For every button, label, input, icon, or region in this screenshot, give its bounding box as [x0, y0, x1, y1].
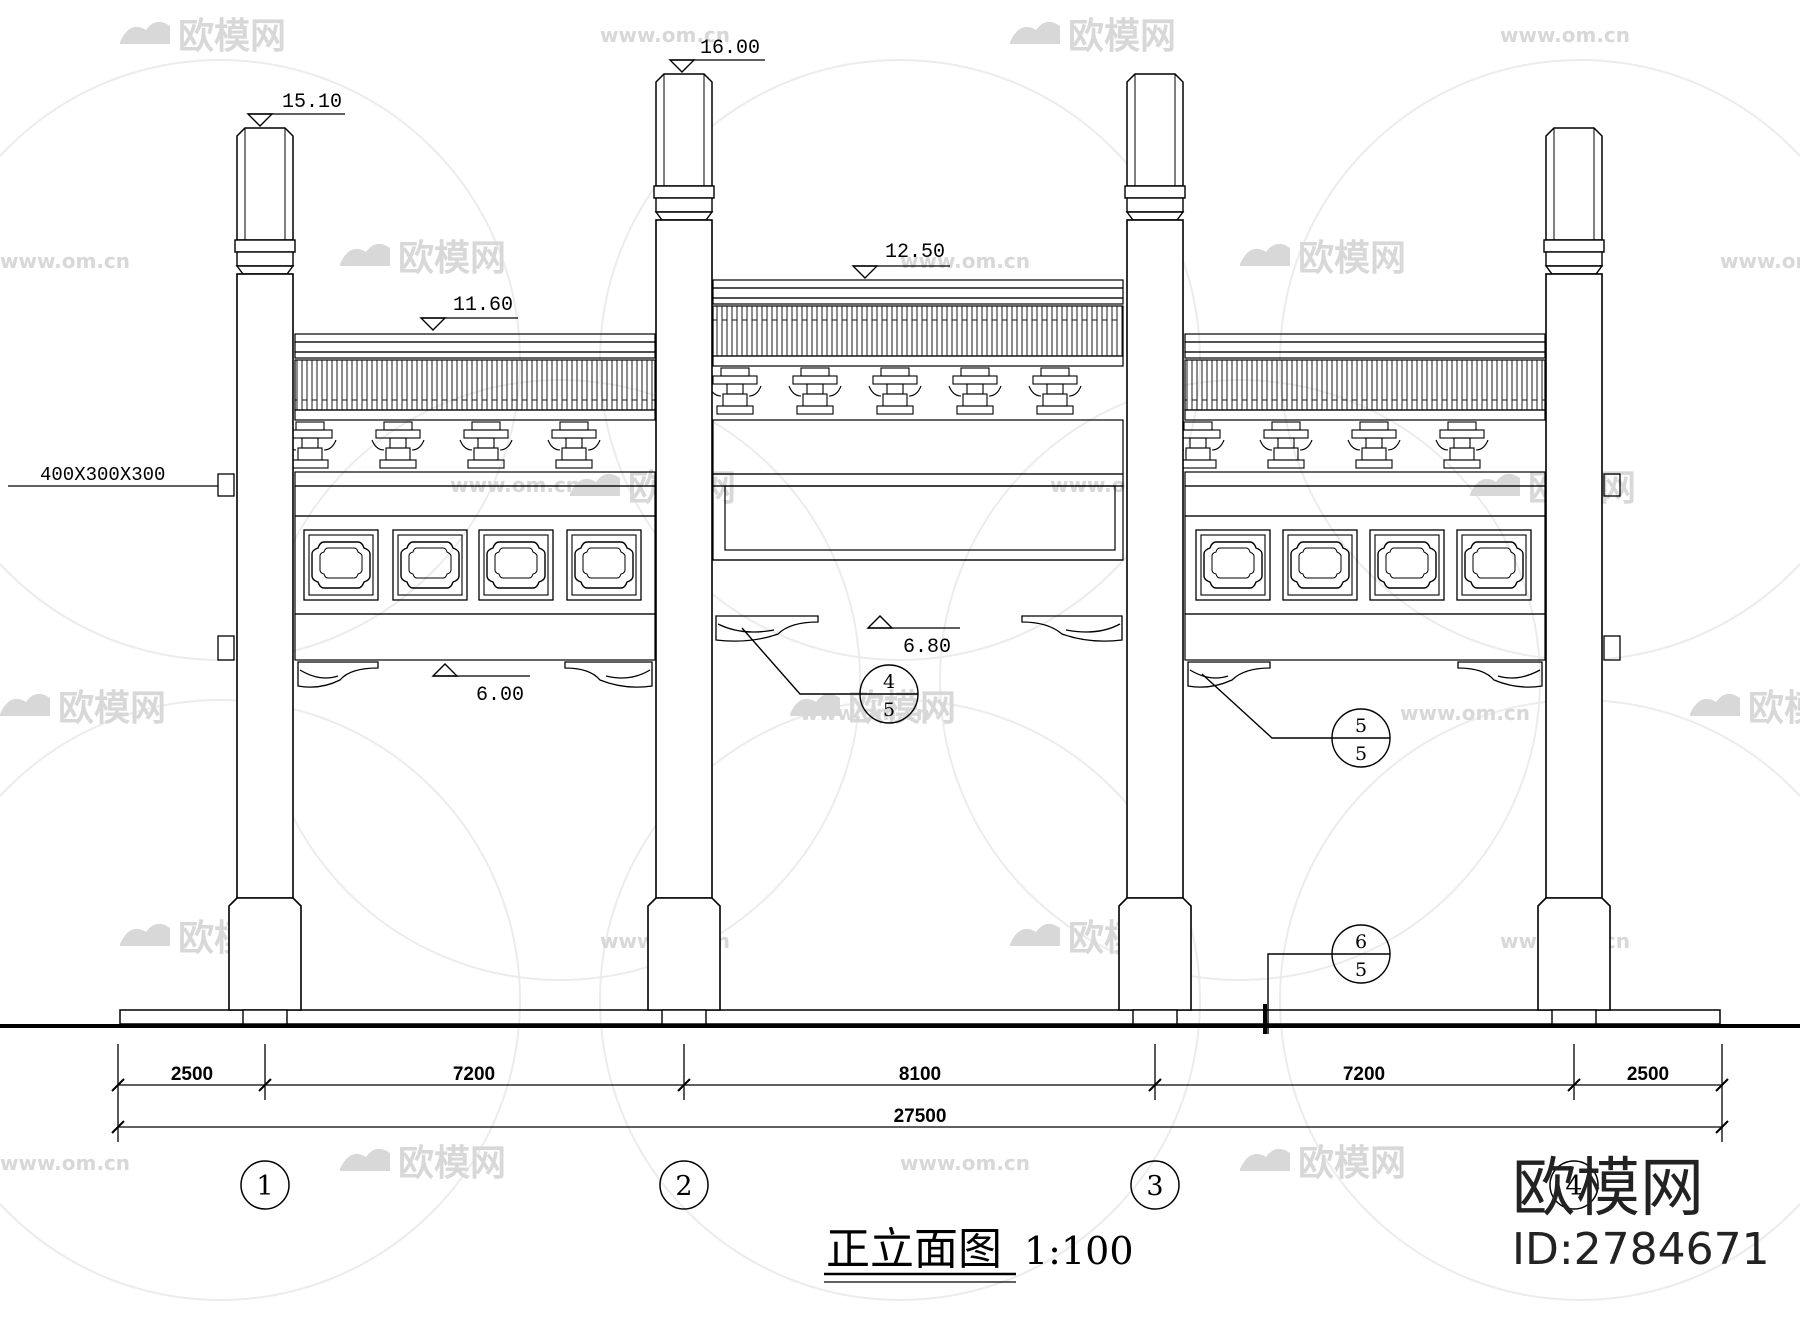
dimension-labels: 2500 7200 8100 7200 2500 27500: [171, 1064, 1669, 1127]
drawing-title: 正立面图 1:100: [824, 1224, 1134, 1283]
brand-id: ID:2784671: [1512, 1224, 1770, 1275]
watermark-text: 欧模网: [58, 688, 166, 729]
stone-columns: [228, 73, 1611, 1025]
dim-segment: 7200: [1343, 1064, 1385, 1085]
elevation-11-60: 11.60: [419, 294, 518, 331]
watermark-url: www.om.cn: [0, 1151, 130, 1175]
watermark-text: 欧模网: [178, 16, 286, 57]
title-text: 正立面图: [826, 1224, 1002, 1275]
watermark-logo-icon: [1470, 473, 1520, 496]
watermark-logo-icon: [120, 21, 170, 44]
detail-callout-4-5: 4 5: [741, 627, 919, 724]
watermark-url: www.om.cn: [600, 23, 730, 47]
watermark-text: 欧模网: [848, 688, 956, 729]
axis-4: 4: [1549, 1160, 1599, 1210]
dim-segment: 2500: [171, 1064, 213, 1085]
watermark-url: www.om.cn: [900, 1151, 1030, 1175]
detail-callouts: 4 5 5 5 6 5: [741, 627, 1391, 1034]
callout-bottom: 5: [1355, 743, 1367, 765]
watermark-text: 欧模网: [1298, 1143, 1406, 1184]
watermark-logo-icon: [340, 243, 390, 266]
elevation-15-10: 15.10: [246, 91, 345, 127]
callout-bottom: 5: [883, 699, 895, 721]
watermark-url: www.om.cn: [800, 701, 930, 725]
axis-1: 1: [240, 1160, 290, 1210]
axis-label: 2: [675, 1171, 692, 1202]
elevation-6-80: 6.80: [866, 615, 960, 659]
watermark-logo-icon: [1240, 243, 1290, 266]
elevation-label: 11.60: [453, 294, 513, 317]
dim-overall: 27500: [894, 1106, 947, 1127]
brand-logo: 欧模网: [1512, 1152, 1704, 1226]
section-note-text: 400X300X300: [40, 464, 165, 486]
column: [647, 73, 721, 1025]
callout-bottom: 5: [1355, 959, 1367, 981]
watermark-text: 欧模网: [398, 238, 506, 279]
watermark-url: www.om.cn: [450, 473, 580, 497]
beam-brackets: [297, 615, 1543, 688]
brand-badge: 欧模网 ID:2784671: [1512, 1152, 1770, 1275]
detail-callout-6-5: 6 5: [1263, 924, 1391, 1034]
column: [1118, 73, 1192, 1025]
watermark-url: www.om.cn: [0, 249, 130, 273]
watermark-url: www.om.cn: [1720, 249, 1800, 273]
watermark-logo-icon: [340, 1148, 390, 1171]
dim-segment: 2500: [1627, 1064, 1669, 1085]
watermark-text: 欧模网: [1068, 16, 1176, 57]
watermark-url: www.om.cn: [1400, 701, 1530, 725]
elevation-16-00: 16.00: [668, 37, 765, 73]
axis-label: 1: [256, 1171, 273, 1202]
elevation-12-50: 12.50: [851, 241, 950, 279]
watermark-logo-icon: [1240, 1148, 1290, 1171]
left-bay-roof: [283, 333, 656, 661]
watermark-logo-icon: [570, 473, 620, 496]
callout-top: 4: [883, 671, 895, 693]
watermark-layer: 欧模网欧模网欧模网欧模网欧模网欧模网欧模网欧模网欧模网欧模网欧模网欧模网欧模网w…: [0, 16, 1800, 1301]
axis-label: 3: [1146, 1171, 1163, 1202]
right-bay-roof: [1171, 333, 1546, 661]
scale-text: 1:100: [1024, 1229, 1134, 1273]
watermark-url: www.om.cn: [1500, 23, 1630, 47]
stone-stubs: [217, 473, 1621, 661]
watermark-logo-icon: [1010, 21, 1060, 44]
dimension-lines: [111, 1044, 1729, 1142]
detail-callout-5-5: 5 5: [1201, 673, 1391, 768]
watermark-logo-icon: [0, 693, 50, 716]
watermark-url: www.om.cn: [900, 249, 1030, 273]
elevation-label: 16.00: [700, 37, 760, 60]
column: [228, 127, 302, 1025]
watermark-logo-icon: [1690, 693, 1740, 716]
watermark-text: 欧模网: [1748, 688, 1800, 729]
watermark-text: 欧模网: [398, 1143, 506, 1184]
elevation-label: 12.50: [885, 241, 945, 264]
axis-3: 3: [1130, 1160, 1180, 1210]
axis-markers: 1 2 3 4: [240, 1160, 1599, 1210]
axis-label: 4: [1565, 1171, 1582, 1202]
column: [1537, 127, 1611, 1025]
center-bay-roof: [708, 279, 1124, 561]
callout-top: 6: [1355, 931, 1367, 953]
watermark-logo-icon: [120, 923, 170, 946]
axis-2: 2: [659, 1160, 709, 1210]
watermark-logo-icon: [1010, 923, 1060, 946]
dim-segment: 7200: [453, 1064, 495, 1085]
elevation-label: 6.00: [476, 684, 524, 707]
elevation-label: 15.10: [282, 91, 342, 114]
ground-plinth: [119, 1009, 1721, 1025]
dim-segment: 8100: [899, 1064, 941, 1085]
section-note: 400X300X300: [8, 464, 218, 487]
watermark-logo-icon: [790, 693, 840, 716]
elevation-label: 6.80: [903, 636, 951, 659]
elevation-marks: 15.10 16.00 12.50 11.60 6.80 6.00: [246, 37, 960, 707]
elevation-6-00: 6.00: [431, 663, 530, 707]
watermark-text: 欧模网: [1298, 238, 1406, 279]
callout-top: 5: [1355, 715, 1367, 737]
